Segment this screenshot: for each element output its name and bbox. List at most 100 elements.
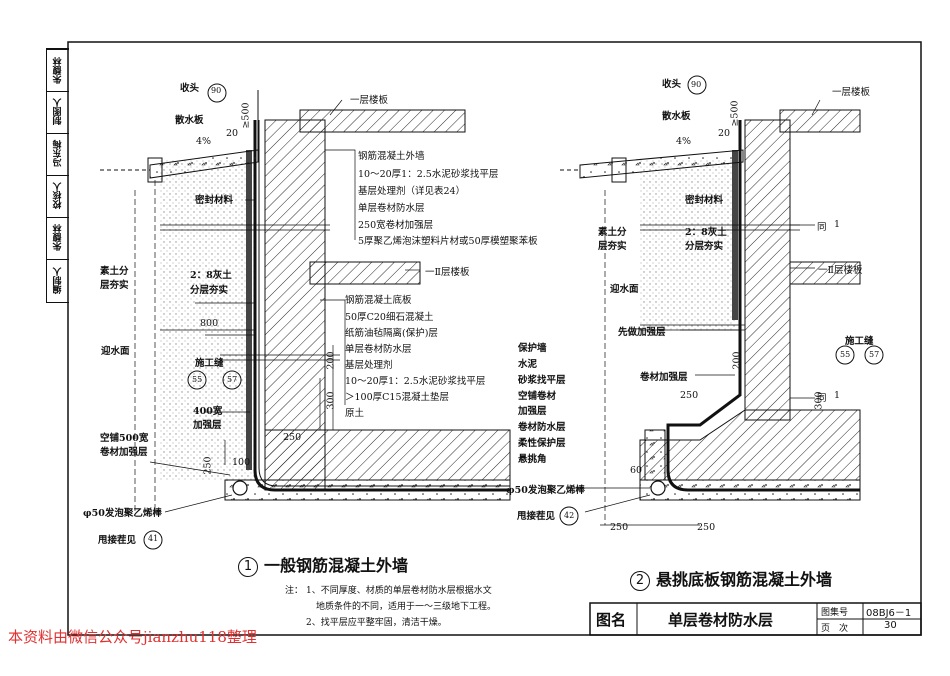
detail-ref: 90: [211, 86, 222, 95]
jiaqiang-label: 400宽 加强层: [193, 406, 223, 431]
floor-layer: 基层处理剂: [345, 360, 393, 371]
detail-ref: 55: [840, 350, 851, 359]
dim-800: 800: [200, 318, 219, 329]
tong-label: 同: [817, 393, 827, 404]
note-line: 2、找平层应平整牢固，清洁干燥。: [306, 618, 447, 628]
left-layer: 空铺卷材: [518, 391, 557, 402]
notes-label: 注：: [285, 586, 304, 596]
sidebar-cell: 朱馥林: [53, 57, 64, 85]
yingshuimian-label: 迎水面: [610, 284, 639, 295]
dim-250: 250: [610, 522, 629, 533]
yeci-label: 页 次: [821, 624, 849, 634]
wall-layer: 单层卷材防水层: [358, 203, 425, 214]
sidebar-cell: 朱馥林: [53, 224, 64, 252]
sidebar-cell: 制图人: [53, 98, 64, 126]
sutu-label: 素土分 层夯实: [100, 266, 129, 291]
dim-250: 250: [283, 432, 302, 443]
watermark: 本资料由微信公众号jianzhu118整理: [8, 628, 257, 646]
dim-300: 300: [325, 391, 337, 410]
shuaicha-label: 甩接茬见: [517, 511, 556, 522]
dim-250: 250: [680, 390, 699, 401]
detail-ref: 1: [834, 390, 841, 401]
wall-layer: 10～20厚1：2.5水泥砂浆找平层: [358, 169, 499, 180]
slope-label: 4%: [676, 136, 692, 147]
shoutou-label: 收头: [662, 79, 682, 90]
right-detail-title: 2 悬挑底板钢筋混凝土外墙: [630, 566, 832, 591]
detail-ref: 57: [869, 350, 880, 359]
floor2-label: 一Ⅱ层楼板: [818, 265, 863, 276]
sutu-label: 素土分 层夯实: [598, 227, 627, 252]
floor-layer: ＞100厚C15混凝土垫层: [345, 392, 449, 403]
dim-500: ≥500: [729, 100, 741, 127]
sanshuiban-label: 散水板: [175, 115, 204, 126]
wall-layer: 5厚聚乙烯泡沫塑料片材或50厚模塑聚苯板: [358, 236, 538, 247]
left-layer: 保护墙: [518, 343, 547, 354]
xianzuo-label: 先做加强层: [618, 327, 666, 338]
detail-ref: 55: [192, 375, 203, 384]
dim-20: 20: [718, 128, 731, 139]
dim-200: 200: [325, 351, 337, 370]
dim-250: 250: [202, 456, 214, 475]
floor-layer: 10～20厚1：2.5水泥砂浆找平层: [345, 376, 486, 387]
left-layer: 砂浆找平层: [518, 375, 566, 386]
floor-layer: 单层卷材防水层: [345, 344, 412, 355]
atlas-number: 08BJ6－1: [866, 608, 912, 619]
foam-rod-label: φ50发泡聚乙烯棒: [83, 508, 162, 519]
tujihao-label: 图集号: [821, 608, 849, 618]
detail-ref: 41: [148, 534, 159, 543]
shuaicha-label: 甩接茬见: [98, 535, 137, 546]
dim-20: 20: [226, 128, 239, 139]
first-floor-label: 一层楼板: [350, 95, 389, 106]
drawing-title: 单层卷材防水层: [668, 611, 774, 629]
wall-layer: 250宽卷材加强层: [358, 220, 434, 231]
yingshuimian-label: 迎水面: [101, 346, 130, 357]
huitu-label: 2：8灰土 分层夯实: [685, 227, 727, 252]
sidebar-cell: 校核人: [53, 182, 64, 210]
sidebar-cell: 编制人: [53, 267, 64, 295]
detail-ref: 1: [834, 219, 841, 230]
foam-rod-label: φ50发泡聚乙烯棒: [506, 485, 585, 496]
left-layer: 悬挑角: [518, 454, 547, 465]
first-floor-label: 一层楼板: [832, 87, 871, 98]
dim-100: 100: [232, 457, 251, 468]
shigongfeng-label: 施工缝: [845, 336, 874, 347]
detail-title-text: 一般钢筋混凝土外墙: [264, 556, 409, 575]
mifeng-label: 密封材料: [195, 195, 234, 206]
huitu-label: 2：8灰土 分层夯实: [190, 270, 232, 296]
dim-200: 200: [731, 351, 743, 370]
detail-number: 2: [630, 570, 650, 591]
floor-layer: 纸筋油毡隔离(保护)层: [345, 328, 438, 339]
floor-layer: 原土: [345, 408, 365, 419]
detail-number: 1: [238, 556, 258, 577]
mifeng-label: 密封材料: [685, 195, 724, 206]
detail-ref: 42: [564, 511, 575, 520]
wall-layer: 基层处理剂（详见表24）: [358, 186, 466, 197]
sidebar-cell: 冯东梅: [53, 140, 64, 168]
sanshuiban-label: 散水板: [662, 111, 691, 122]
wall-layer: 钢筋混凝土外墙: [358, 151, 425, 162]
detail-title-text: 悬挑底板钢筋混凝土外墙: [656, 570, 833, 589]
shigongfeng-label: 施工缝: [195, 358, 224, 369]
floor-layer: 钢筋混凝土底板: [345, 295, 412, 306]
left-detail-title: 1 一般钢筋混凝土外墙: [238, 552, 408, 577]
left-layer: 卷材防水层: [518, 422, 566, 433]
signature-sidebar: 朱馥林 制图人 冯东梅 校核人 朱馥林 编制人: [46, 48, 69, 303]
slope-label: 4%: [196, 136, 212, 147]
page-number: 30: [884, 620, 897, 631]
tuming-label: 图名: [596, 611, 627, 629]
tong-label: 同: [817, 222, 827, 233]
detail-ref: 90: [691, 80, 702, 89]
kongpu-label: 空铺500宽 卷材加强层: [100, 433, 149, 458]
note-line: 地质条件的不同，适用于一～三级地下工程。: [316, 602, 497, 612]
left-layer: 水泥: [518, 359, 538, 370]
note-line: 1、不同厚度、材质的单层卷材防水层根据水文: [306, 586, 492, 596]
floor2-label: 一Ⅱ层楼板: [425, 267, 470, 278]
shoutou-label: 收头: [180, 83, 200, 94]
dim-500: ≥500: [240, 102, 252, 129]
dim-250: 250: [697, 522, 716, 533]
detail-ref: 57: [227, 375, 238, 384]
left-layer: 柔性保护层: [518, 438, 566, 449]
juancai-label: 卷材加强层: [640, 372, 688, 383]
floor-layer: 50厚C20细石混凝土: [345, 312, 434, 323]
